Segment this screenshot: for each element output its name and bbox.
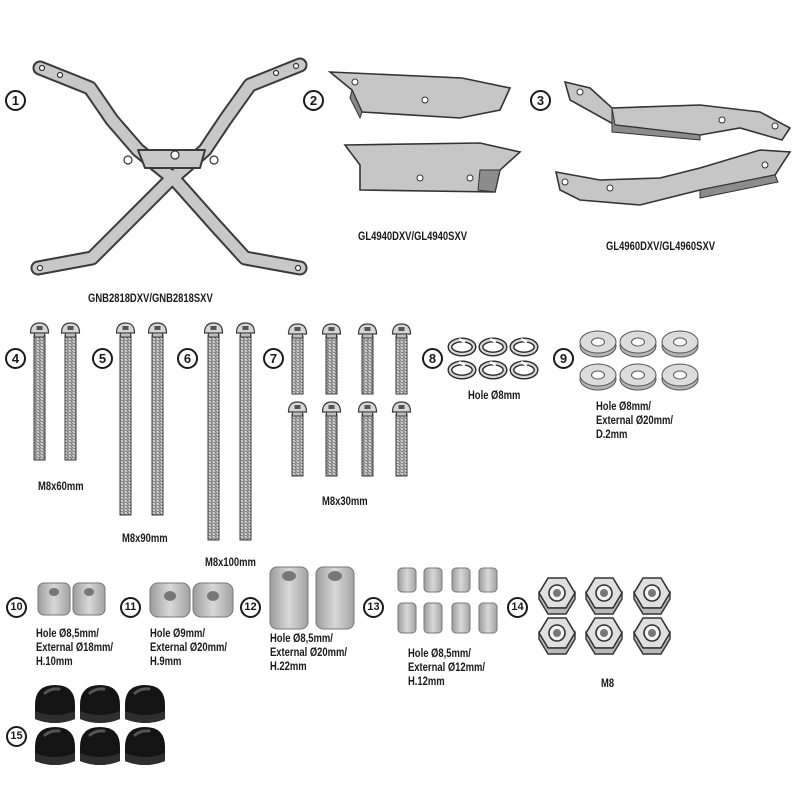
label-item-12: Hole Ø8,5mm/External Ø20mm/H.22mm bbox=[270, 633, 348, 673]
spacer-group-h12 bbox=[397, 567, 498, 634]
bolt-group-m8x100 bbox=[203, 322, 256, 541]
spacer-group-h22 bbox=[269, 566, 355, 630]
item-number-8: 8 bbox=[422, 348, 443, 369]
flat-bracket-bottom bbox=[343, 142, 522, 193]
label-item-13: Hole Ø8,5mm/External Ø12mm/H.12mm bbox=[408, 648, 486, 688]
label-item-3: GL4960DXV/GL4960SXV bbox=[606, 241, 716, 253]
arm-bracket-top bbox=[563, 80, 792, 141]
item-number-5: 5 bbox=[92, 348, 113, 369]
cap-nut-group bbox=[33, 683, 167, 767]
label-item-4: M8x60mm bbox=[38, 481, 84, 493]
label-item-14: M8 bbox=[601, 678, 615, 690]
lock-washer-group bbox=[450, 339, 536, 377]
item-number-2: 2 bbox=[303, 90, 324, 111]
item-number-6: 6 bbox=[177, 348, 198, 369]
item-number-3: 3 bbox=[530, 90, 551, 111]
item-number-9: 9 bbox=[553, 348, 574, 369]
x-frame-part bbox=[30, 57, 308, 276]
spacer-group-h10 bbox=[37, 582, 106, 616]
flat-washer-group bbox=[579, 330, 699, 391]
flat-bracket-top bbox=[327, 71, 512, 120]
item-number-15: 15 bbox=[6, 726, 27, 747]
label-item-8: Hole Ø8mm bbox=[468, 390, 521, 402]
label-item-6: M8x100mm bbox=[205, 557, 256, 569]
label-item-1: GNB2818DXV/GNB2818SXV bbox=[88, 293, 213, 305]
item-number-11: 11 bbox=[120, 597, 141, 618]
item-number-14: 14 bbox=[507, 597, 528, 618]
bolt-group-m8x30 bbox=[287, 323, 412, 477]
nut-group-m8 bbox=[538, 577, 671, 655]
item-number-13: 13 bbox=[363, 597, 384, 618]
bolt-group-m8x60 bbox=[29, 322, 81, 461]
item-number-4: 4 bbox=[5, 348, 26, 369]
item-number-7: 7 bbox=[263, 348, 284, 369]
label-item-11: Hole Ø9mm/External Ø20mm/H.9mm bbox=[150, 628, 228, 668]
arm-bracket-bottom bbox=[554, 149, 792, 206]
item-number-12: 12 bbox=[240, 597, 261, 618]
label-item-9: Hole Ø8mm/External Ø20mm/D.2mm bbox=[596, 401, 674, 441]
label-item-2: GL4940DXV/GL4940SXV bbox=[358, 231, 468, 243]
bolt-group-m8x90 bbox=[115, 322, 168, 516]
spacer-group-h9 bbox=[149, 582, 234, 618]
item-number-10: 10 bbox=[6, 597, 27, 618]
label-item-5: M8x90mm bbox=[122, 533, 168, 545]
label-item-10: Hole Ø8,5mm/External Ø18mm/H.10mm bbox=[36, 628, 114, 668]
item-number-1: 1 bbox=[5, 90, 26, 111]
label-item-7: M8x30mm bbox=[322, 496, 368, 508]
